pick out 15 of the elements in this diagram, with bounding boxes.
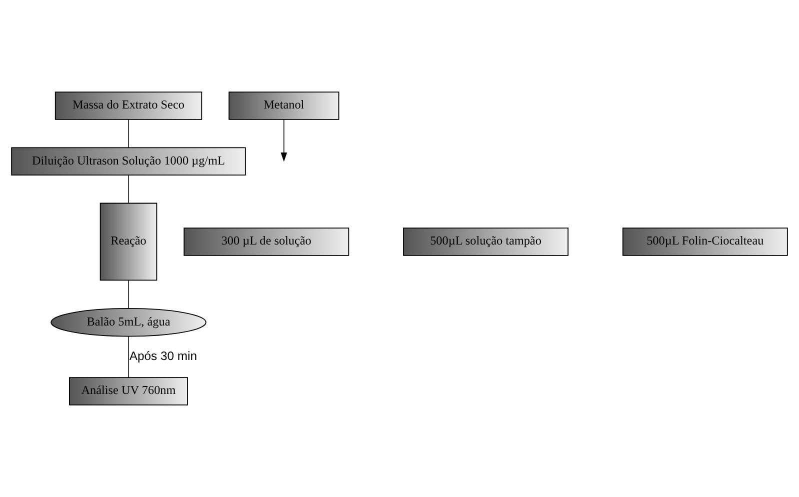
connector <box>128 119 129 148</box>
node-box: 300 µL de solução <box>184 228 350 256</box>
edge-label: Após 30 min <box>129 348 197 363</box>
node-box: Massa do Extrato Seco <box>54 92 202 120</box>
node-box: Diluição Ultrason Solução 1000 µg/mL <box>11 147 246 176</box>
connector <box>128 280 129 309</box>
node-ellipse: Balão 5mL, água <box>50 308 206 337</box>
node-box: 500µL solução tampão <box>403 228 568 256</box>
node-box: Reação <box>100 202 158 281</box>
connector <box>128 174 129 204</box>
node-box: 500µL Folin-Ciocalteau <box>622 228 788 256</box>
connector <box>128 336 129 378</box>
arrow <box>280 119 288 162</box>
node-box: Análise UV 760nm <box>69 377 188 406</box>
node-box: Metanol <box>228 92 340 120</box>
